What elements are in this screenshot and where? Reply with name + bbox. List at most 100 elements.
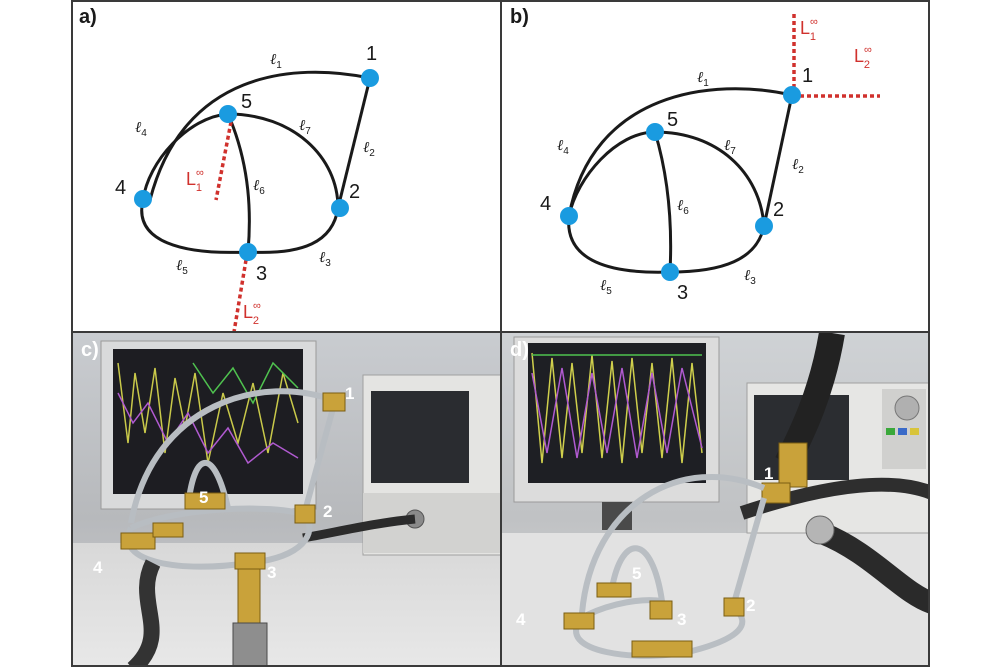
graph-a-svg: 1 2 3 4 5 ℓ1 ℓ2 ℓ3 ℓ4 ℓ5 ℓ6 ℓ7 L∞1 L∞2 xyxy=(115,43,379,331)
connector-5 xyxy=(596,582,632,598)
node-label-5: 5 xyxy=(241,91,252,113)
photo-node-label-1: 1 xyxy=(345,384,354,403)
lead-plug xyxy=(805,515,835,545)
connector-5 xyxy=(184,492,226,510)
edge-l2 xyxy=(336,77,372,209)
lead-label-2: L∞2 xyxy=(854,44,872,71)
cable-l1 xyxy=(579,473,766,614)
connector-lead xyxy=(237,568,261,630)
photo-node-label-4: 4 xyxy=(93,558,103,577)
connector-3 xyxy=(234,552,266,570)
photo-c-illustration: 1 2 3 4 5 xyxy=(73,333,500,665)
node-label-5: 5 xyxy=(667,109,678,131)
trace-yellow xyxy=(531,352,703,464)
panel-b-label: b) xyxy=(510,6,529,28)
key-yellow xyxy=(910,428,919,435)
connector-2 xyxy=(294,504,316,524)
photo-node-label-2: 2 xyxy=(323,502,332,521)
node-2 xyxy=(331,199,349,217)
edge-label-6: ℓ6 xyxy=(253,176,265,197)
edge-l2 xyxy=(762,94,794,227)
node-label-4: 4 xyxy=(115,177,126,199)
analyzer-screen xyxy=(371,391,469,483)
node-5 xyxy=(219,105,237,123)
cable-l6 xyxy=(609,545,665,602)
photo-node-label-3: 3 xyxy=(267,563,276,582)
graph-b-svg: 1 2 3 4 5 ℓ1 ℓ2 ℓ3 ℓ4 ℓ5 ℓ6 ℓ7 L∞1 L∞2 xyxy=(540,14,880,304)
photo-node-label-5: 5 xyxy=(632,564,641,583)
trace-purple xyxy=(531,367,703,459)
node-1 xyxy=(361,69,379,87)
monitor-left-screen xyxy=(113,349,303,494)
connector-4 xyxy=(120,532,156,550)
node-3 xyxy=(661,263,679,281)
panel-a-graph-diagram: a) 1 2 3 4 5 ℓ1 ℓ2 ℓ3 ℓ4 ℓ5 ℓ6 ℓ7 L∞1 L∞… xyxy=(71,0,502,333)
panel-c-label: c) xyxy=(81,339,99,361)
edge-label-5: ℓ5 xyxy=(600,276,612,297)
edge-label-2: ℓ2 xyxy=(363,138,375,159)
key-blue xyxy=(898,428,907,435)
black-cable-right xyxy=(817,522,928,614)
edge-label-7: ℓ7 xyxy=(299,116,311,137)
panel-d-photo: d) xyxy=(500,331,930,667)
cable-l1 xyxy=(128,388,337,524)
node-5 xyxy=(646,123,664,141)
node-label-2: 2 xyxy=(773,199,784,221)
cable-inner xyxy=(585,597,663,618)
connector-2 xyxy=(723,597,745,617)
node-4 xyxy=(134,190,152,208)
panel-a-label: a) xyxy=(79,6,97,28)
connector-1 xyxy=(761,482,791,504)
black-cable xyxy=(302,514,416,543)
photo-node-label-4: 4 xyxy=(516,610,526,629)
node-4 xyxy=(560,207,578,225)
edge-l1 xyxy=(148,70,371,201)
edge-label-2: ℓ2 xyxy=(792,155,804,176)
node-3 xyxy=(239,243,257,261)
edge-l7 xyxy=(654,130,766,227)
connector-lead-top xyxy=(778,442,808,488)
photo-d-illustration: 1 2 3 4 5 xyxy=(502,333,928,665)
lead-1-line xyxy=(214,121,233,201)
edge-label-4: ℓ4 xyxy=(557,136,569,157)
lead-label-1: L∞1 xyxy=(186,167,204,194)
node-label-4: 4 xyxy=(540,193,551,215)
panel-d-label: d) xyxy=(510,339,529,361)
edge-l3 xyxy=(669,225,766,274)
connector-bottom xyxy=(631,640,693,658)
black-cable-lower xyxy=(127,559,161,665)
trace-green xyxy=(192,361,299,405)
edge-l6 xyxy=(653,131,673,273)
trace-yellow xyxy=(117,362,299,464)
table-surface xyxy=(73,543,500,665)
edge-label-7: ℓ7 xyxy=(724,136,736,157)
edge-label-3: ℓ3 xyxy=(319,248,331,269)
analyzer-knob xyxy=(894,395,920,421)
cable-l2 xyxy=(302,400,338,512)
lead-2-line xyxy=(232,259,248,331)
edge-l5 xyxy=(567,215,671,274)
photo-node-label-1: 1 xyxy=(764,464,773,483)
photo-node-label-3: 3 xyxy=(677,610,686,629)
edge-label-6: ℓ6 xyxy=(677,196,689,217)
node-label-1: 1 xyxy=(366,43,377,65)
edge-l1 xyxy=(567,87,793,217)
edge-label-1: ℓ1 xyxy=(270,50,282,71)
node-label-3: 3 xyxy=(677,282,688,304)
photo-node-label-2: 2 xyxy=(746,596,755,615)
panel-b-graph-diagram: b) 1 2 3 4 5 ℓ1 ℓ2 ℓ3 ℓ4 ℓ5 ℓ6 ℓ7 L∞1 L∞… xyxy=(500,0,930,333)
edge-label-5: ℓ5 xyxy=(176,256,188,277)
node-label-3: 3 xyxy=(256,263,267,285)
trace-purple xyxy=(117,392,299,465)
key-green xyxy=(886,428,895,435)
edge-l6 xyxy=(226,113,251,253)
edge-label-4: ℓ4 xyxy=(135,118,147,139)
node-label-1: 1 xyxy=(802,65,813,87)
connector-4 xyxy=(563,612,595,630)
edge-l5 xyxy=(140,199,249,254)
photo-node-label-5: 5 xyxy=(199,488,208,507)
edge-l4 xyxy=(567,130,656,217)
cable-l2 xyxy=(731,497,767,604)
edge-l7 xyxy=(227,112,340,209)
lead-adapter xyxy=(232,622,268,665)
